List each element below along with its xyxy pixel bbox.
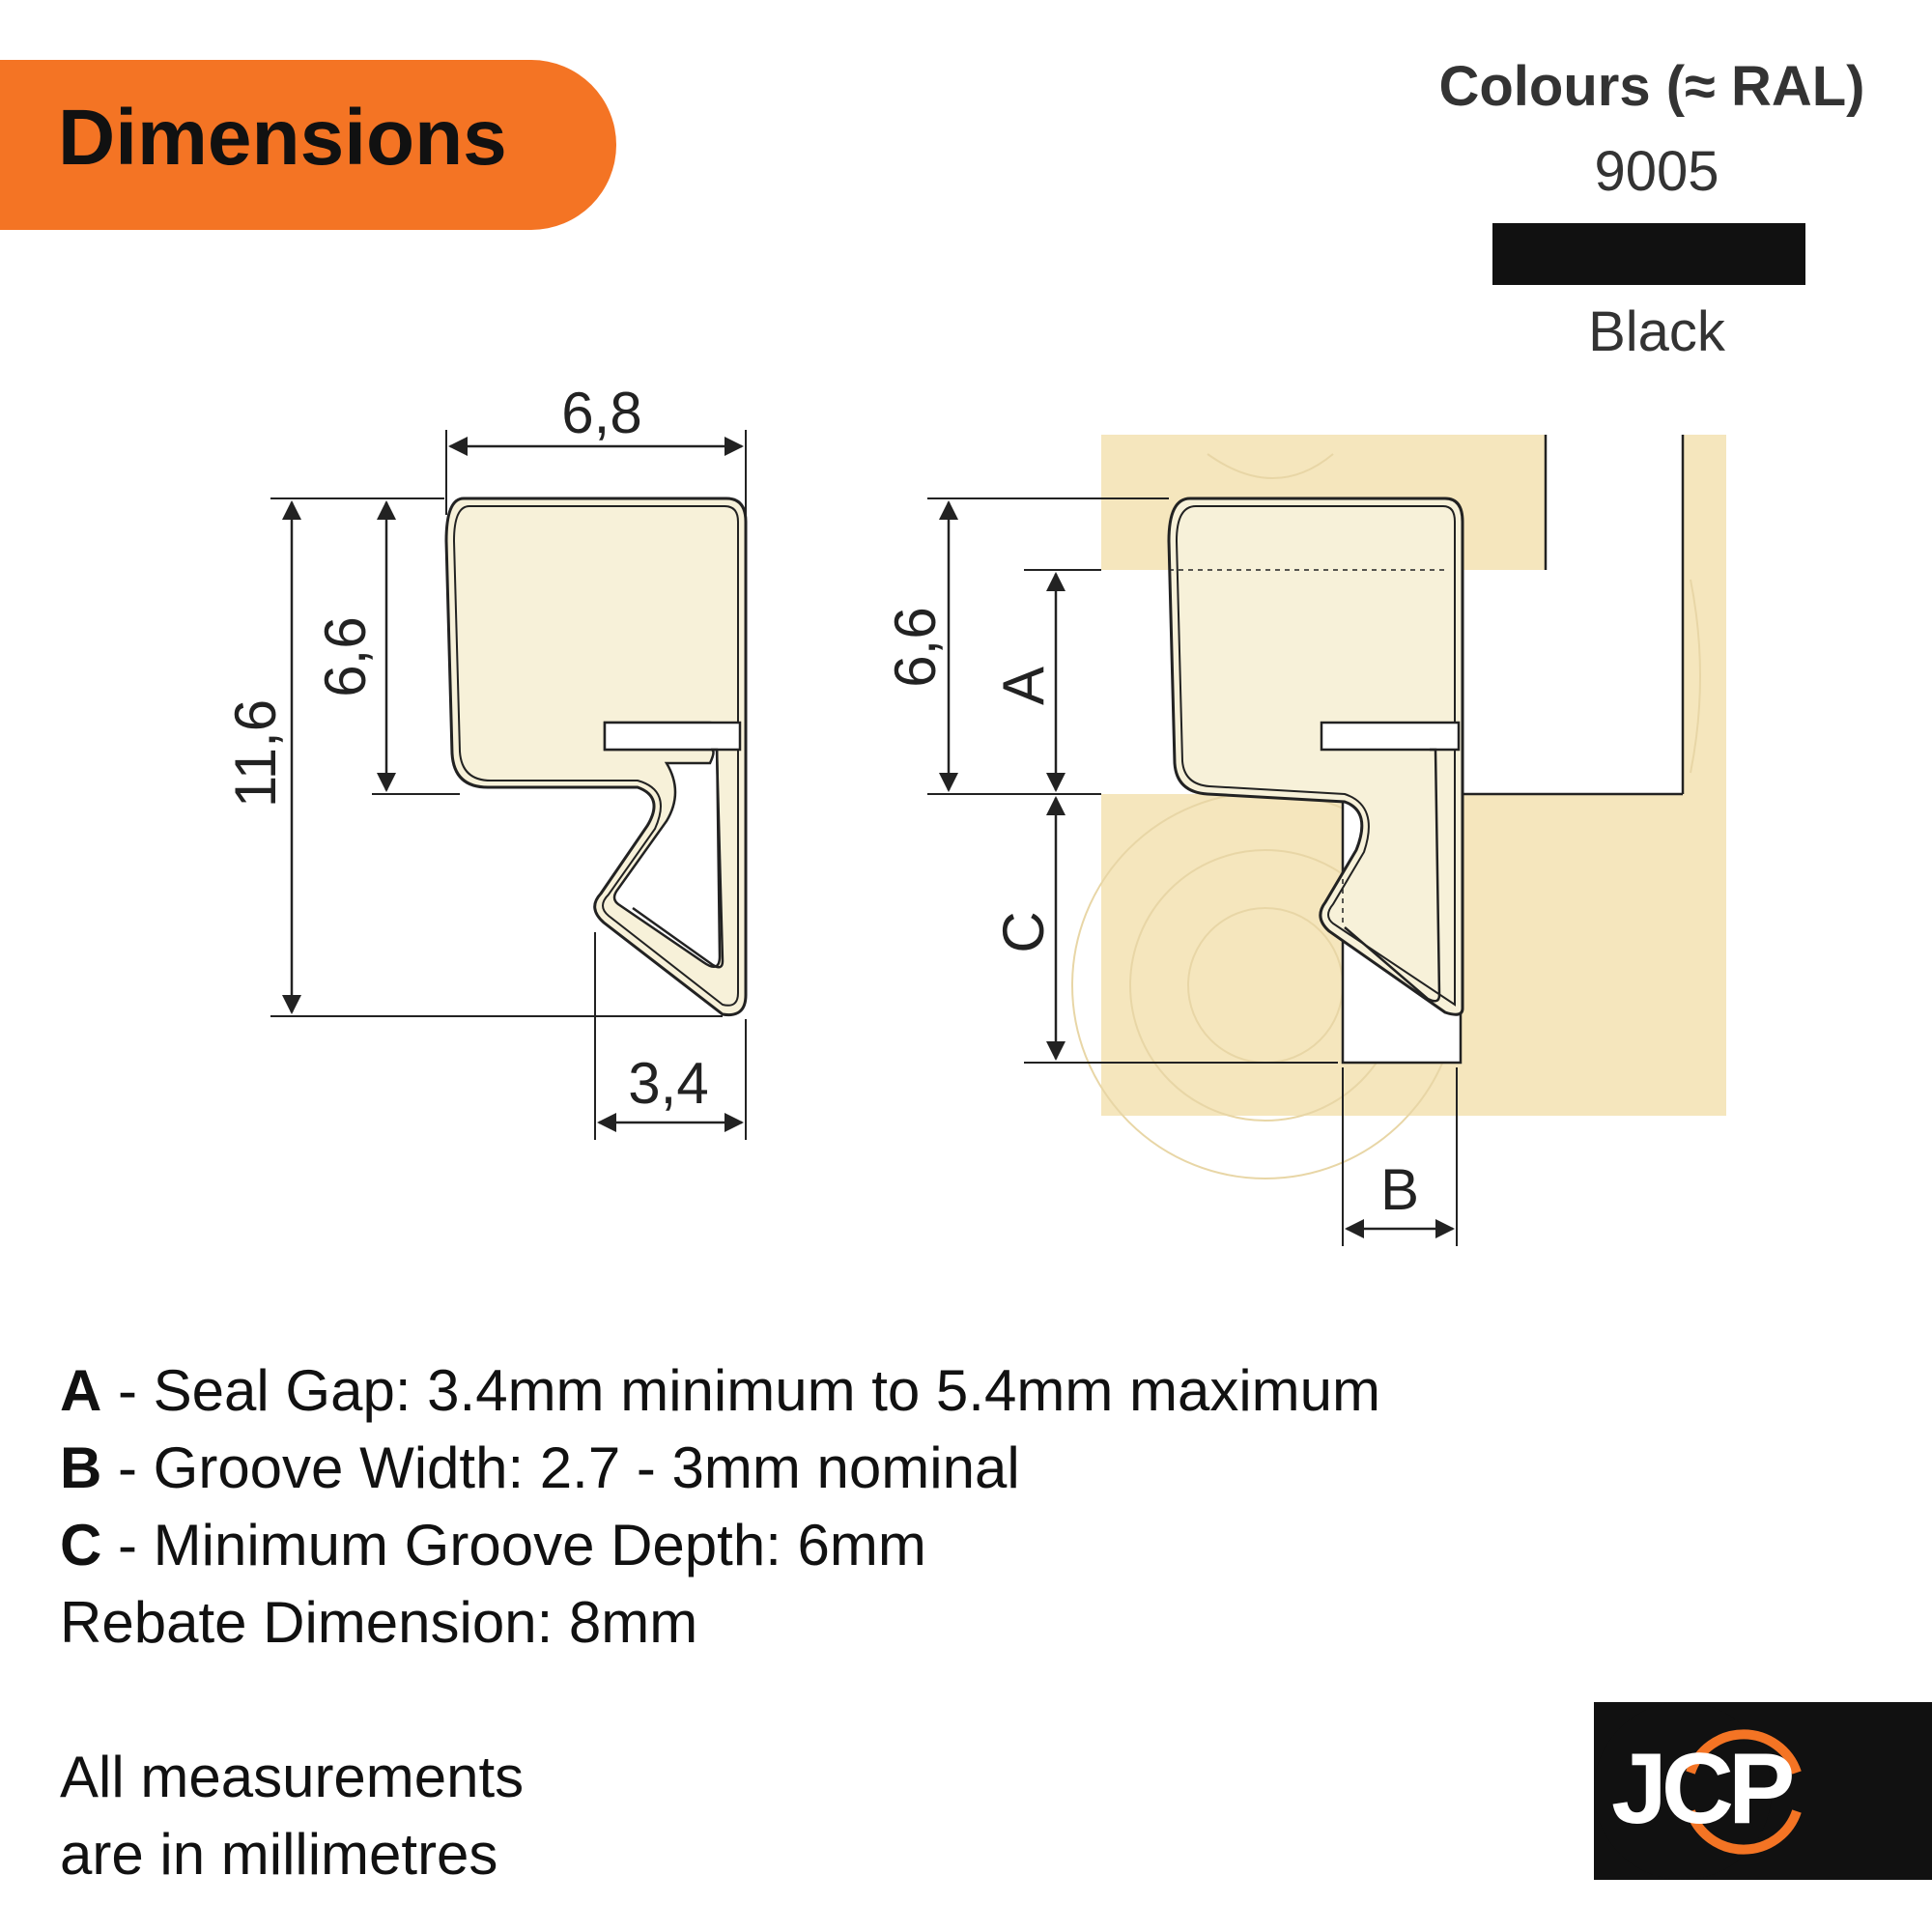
title-banner: Dimensions <box>0 60 616 230</box>
colour-swatch[interactable] <box>1492 223 1805 285</box>
a-label: A <box>991 667 1056 705</box>
spec-line-b: B - Groove Width: 2.7 - 3mm nominal <box>60 1435 1020 1500</box>
head-label: 6,6 <box>313 616 378 696</box>
spec-line-a: A - Seal Gap: 3.4mm minimum to 5.4mm max… <box>60 1358 1380 1423</box>
width-label: 6,8 <box>561 381 641 445</box>
colour-code: 9005 <box>1594 140 1719 203</box>
height-label: 11,6 <box>223 699 288 808</box>
slot-top <box>603 721 742 752</box>
c-label: C <box>991 911 1056 952</box>
logo-ring-icon <box>1686 1729 1802 1855</box>
jcp-logo: JCP <box>1611 1733 1795 1845</box>
measurement-note: All measurements are in millimetres <box>60 1745 525 1887</box>
colours-heading: Colours (≈ RAL) <box>1438 55 1865 118</box>
b-label: B <box>1380 1157 1419 1222</box>
spec-line-c: C - Minimum Groove Depth: 6mm <box>60 1513 926 1577</box>
page-title: Dimensions <box>58 94 507 182</box>
seal-profile-inner <box>452 505 739 1007</box>
profile-drawing: 6,8 11,6 6,6 3,4 <box>223 381 748 1140</box>
spec-list: A - Seal Gap: 3.4mm minimum to 5.4mm max… <box>60 1352 1380 1662</box>
colour-panel: Colours (≈ RAL) 9005 Black <box>1438 53 1884 366</box>
install-head-label: 6,6 <box>883 607 948 687</box>
spec-line-rebate: Rebate Dimension: 8mm <box>60 1590 698 1655</box>
colour-name: Black <box>1588 300 1725 363</box>
foot-label: 3,4 <box>628 1051 708 1116</box>
install-drawing: 6,6 A C B <box>883 435 1726 1246</box>
installed-seal-outer <box>1167 497 1464 1016</box>
